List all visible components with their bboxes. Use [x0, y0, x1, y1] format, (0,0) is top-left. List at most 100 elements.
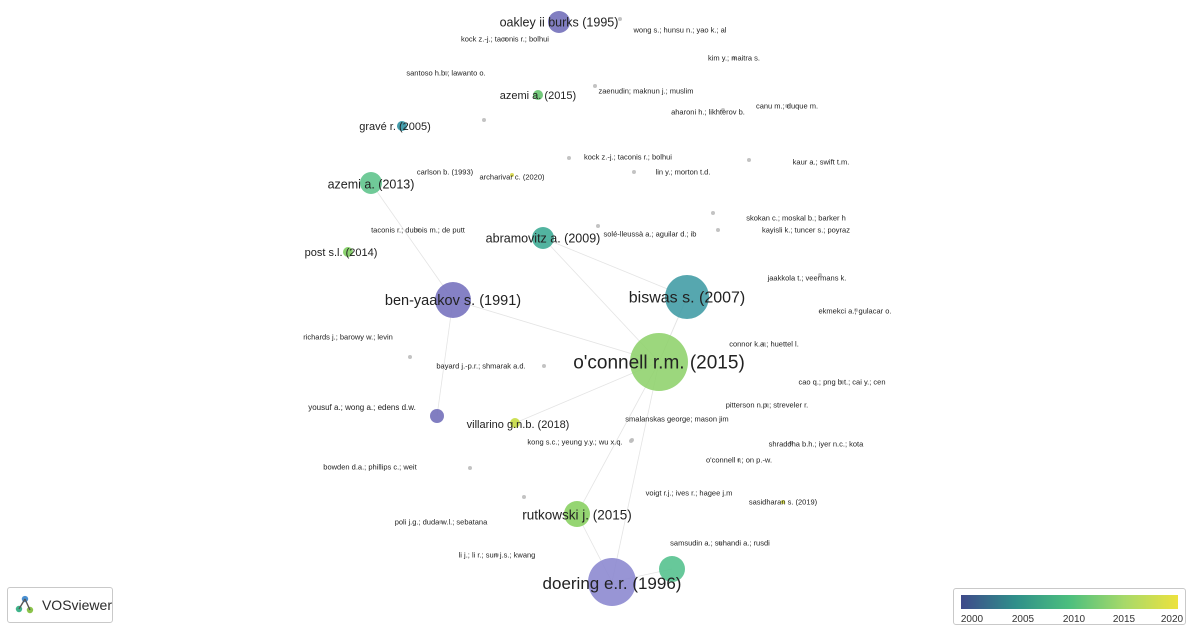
node-label[interactable]: lin y.; morton t.d.	[656, 168, 711, 177]
node-label[interactable]: archarivar c. (2020)	[479, 173, 545, 182]
node-label[interactable]: oakley ii burks (1995)	[500, 15, 619, 29]
node-label[interactable]: smalanskas george; mason jim	[625, 415, 728, 424]
network-node[interactable]	[548, 11, 570, 33]
node-label[interactable]: cao q.; png b.t.; cai y.; cen	[799, 378, 886, 387]
network-node[interactable]	[430, 409, 444, 423]
network-node[interactable]	[732, 56, 736, 60]
network-node[interactable]	[596, 224, 600, 228]
label-layer: oakley ii burks (1995) wong s.; hunsu n.;…	[303, 15, 891, 593]
network-node[interactable]	[762, 342, 766, 346]
network-node[interactable]	[737, 458, 741, 462]
network-node[interactable]	[840, 380, 844, 384]
node-label[interactable]: sasidharan s. (2019)	[749, 498, 818, 507]
network-node[interactable]	[468, 466, 472, 470]
vosviewer-logo: VOSviewer	[7, 587, 113, 623]
node-label[interactable]: azemi a. (2013)	[328, 177, 415, 191]
node-label[interactable]: carlson b. (1993)	[417, 168, 474, 177]
node-label[interactable]: post s.l. (2014)	[305, 247, 378, 259]
network-node[interactable]	[533, 90, 543, 100]
network-node[interactable]	[435, 282, 471, 318]
node-label[interactable]: o'connell r.; on p.-w.	[706, 456, 772, 465]
node-label[interactable]: ekmekci a.; gulacar o.	[819, 307, 892, 316]
network-node[interactable]	[510, 173, 514, 177]
legend-tick: 2020	[1160, 614, 1184, 625]
network-link	[452, 299, 660, 363]
node-label[interactable]: villarino g.n.b. (2018)	[467, 419, 570, 431]
network-node[interactable]	[522, 495, 526, 499]
node-label[interactable]: canu m.; duque m.	[756, 102, 818, 111]
node-label[interactable]: kock z.-j.; taconis r.; bolhui	[584, 153, 672, 162]
node-label[interactable]: rutkowski j. (2015)	[522, 508, 632, 523]
node-label[interactable]: kayisli k.; tuncer s.; poyraz	[762, 226, 850, 235]
network-node[interactable]	[444, 71, 448, 75]
node-label[interactable]: santoso h.b.; lawanto o.	[406, 69, 485, 78]
node-label[interactable]: voigt r.j.; ives r.; hagee j.m	[646, 489, 733, 498]
node-label[interactable]: poli j.g.; duda w.l.; sebatana	[395, 518, 488, 527]
node-label[interactable]: shraddha b.h.; iyer n.c.; kota	[769, 440, 864, 449]
network-node[interactable]	[593, 84, 597, 88]
node-label[interactable]: o'connell r.m. (2015)	[573, 353, 745, 374]
node-label[interactable]: yousuf a.; wong a.; edens d.w.	[308, 403, 416, 412]
node-label[interactable]: bayard j.-p.r.; shmarak a.d.	[436, 362, 525, 371]
network-node[interactable]	[397, 121, 407, 131]
legend-tick: 2000	[960, 614, 984, 625]
node-label[interactable]: jaakkola t.; veermans k.	[767, 274, 847, 283]
node-label[interactable]: richards j.; barowy w.; levin	[303, 333, 393, 342]
network-node[interactable]	[567, 156, 571, 160]
network-node[interactable]	[665, 275, 709, 319]
node-label[interactable]: biswas s. (2007)	[629, 290, 746, 307]
node-label[interactable]: kong s.c.; yeung y.y.; wu x.q.	[527, 438, 622, 447]
network-node[interactable]	[629, 439, 633, 443]
network-node[interactable]	[854, 308, 858, 312]
node-label[interactable]: azemi a. (2015)	[500, 90, 576, 102]
network-node[interactable]	[711, 211, 715, 215]
network-node[interactable]	[718, 541, 722, 545]
node-label[interactable]: solé-lleussà a.; aguilar d.; ib	[604, 230, 697, 239]
network-node[interactable]	[542, 364, 546, 368]
network-node[interactable]	[503, 37, 507, 41]
network-node[interactable]	[716, 228, 720, 232]
network-node[interactable]	[564, 501, 590, 527]
node-label[interactable]: zaenudin; maknun j.; muslim	[598, 87, 693, 96]
network-link	[436, 299, 454, 417]
network-node[interactable]	[721, 108, 725, 112]
node-label[interactable]: wong s.; hunsu n.; yao k.; al	[633, 26, 727, 35]
node-label[interactable]: skokan c.; moskal b.; barker h	[746, 214, 846, 223]
network-node[interactable]	[618, 17, 622, 21]
network-node[interactable]	[588, 558, 636, 606]
node-label[interactable]: doering e.r. (1996)	[543, 574, 682, 593]
node-label[interactable]: samsudin a.; suhandi a.; rusdi	[670, 539, 770, 548]
network-node[interactable]	[632, 170, 636, 174]
node-label[interactable]: ben-yaakov s. (1991)	[385, 293, 521, 309]
network-node[interactable]	[360, 172, 382, 194]
node-label[interactable]: aharoni h.; likhterov b.	[671, 108, 745, 117]
network-node[interactable]	[416, 228, 420, 232]
network-node[interactable]	[781, 500, 785, 504]
node-label[interactable]: pitterson n.p.; streveler r.	[726, 401, 809, 410]
network-node[interactable]	[343, 247, 353, 257]
network-node[interactable]	[439, 520, 443, 524]
network-node[interactable]	[408, 355, 412, 359]
network-node[interactable]	[785, 104, 789, 108]
node-label[interactable]: li j.; li r.; sun j.s.; kwang	[459, 551, 536, 560]
node-label[interactable]: kaur a.; swift t.m.	[793, 158, 850, 167]
network-node[interactable]	[818, 273, 822, 277]
network-node[interactable]	[747, 158, 751, 162]
legend-tick: 2015	[1112, 614, 1136, 625]
network-node[interactable]	[482, 118, 486, 122]
network-node[interactable]	[789, 441, 793, 445]
node-label[interactable]: abramovitz a. (2009)	[486, 231, 601, 245]
network-node[interactable]	[659, 556, 685, 582]
node-label[interactable]: kock z.-j.; taconis r.; bolhui	[461, 35, 549, 44]
network-node[interactable]	[495, 553, 499, 557]
network-node[interactable]	[765, 403, 769, 407]
node-label[interactable]: gravé r. (2005)	[359, 121, 431, 133]
network-node[interactable]	[510, 418, 520, 428]
network-node[interactable]	[630, 333, 688, 391]
network-node[interactable]	[532, 227, 554, 249]
node-label[interactable]: taconis r.; dubois m.; de putt	[371, 226, 466, 235]
node-label[interactable]: kim y.; maitra s.	[708, 54, 760, 63]
node-label[interactable]: bowden d.a.; phillips c.; weit	[323, 463, 417, 472]
node-label[interactable]: connor k.a.; huettel l.	[729, 340, 799, 349]
